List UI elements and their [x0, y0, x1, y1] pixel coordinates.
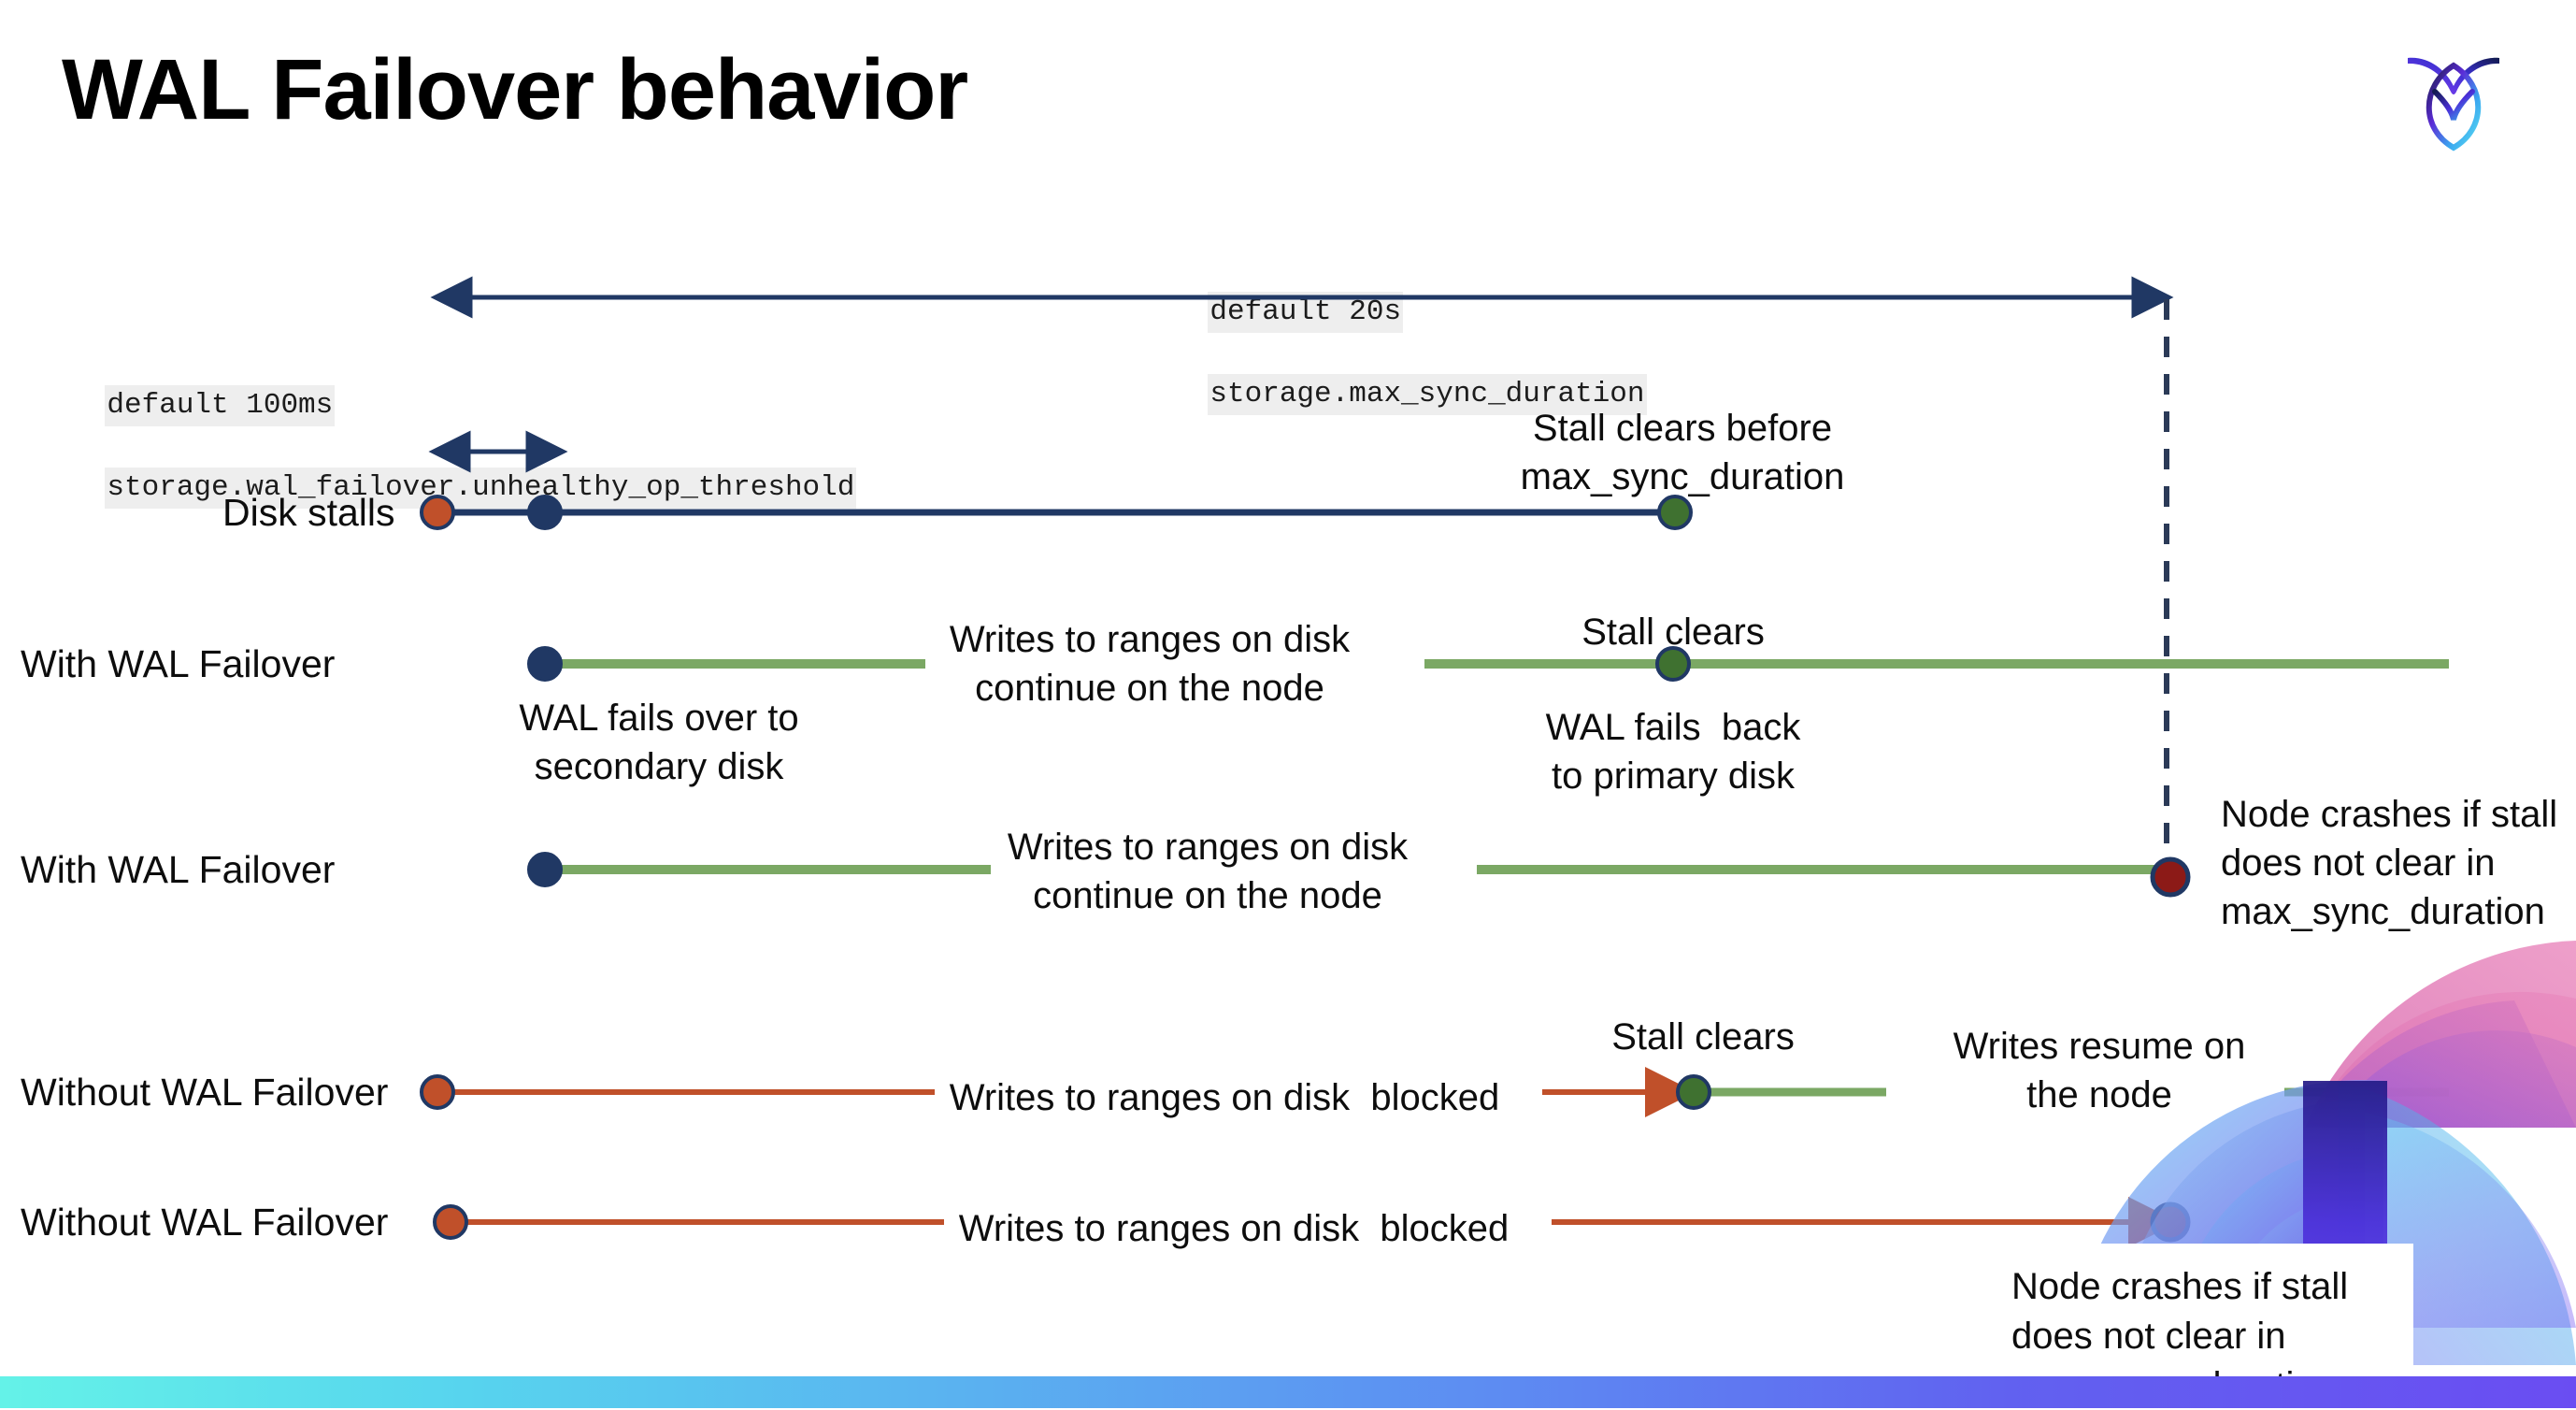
note-stall-clears-2: Stall clears — [1611, 1016, 1795, 1058]
marker-stall-clears-2 — [1676, 1074, 1711, 1110]
row-label-without-wal-failover-2: Without WAL Failover — [21, 1201, 389, 1244]
row-label-without-wal-failover-1: Without WAL Failover — [21, 1071, 389, 1114]
marker-stall-begins-2 — [420, 1074, 455, 1110]
note-stall-clears-before: Stall clears before max_sync_duration — [1520, 408, 1845, 497]
setting-max-sync-default: default 20s — [1208, 292, 1404, 334]
setting-unhealthy-op-threshold: default 100ms storage.wal_failover.unhea… — [36, 344, 857, 550]
note-wal-fails-over: WAL fails over to secondary disk — [519, 698, 799, 787]
marker-wal-fails-over — [527, 646, 563, 682]
page-title: WAL Failover behavior — [62, 42, 968, 137]
note-writes-blocked-2: Writes to ranges on disk blocked — [958, 1208, 1510, 1249]
note-writes-continue-1: Writes to ranges on disk continue on the… — [949, 619, 1351, 709]
cockroachdb-logo — [2393, 28, 2514, 154]
row-label-with-wal-failover-1: With WAL Failover — [21, 642, 336, 685]
note-writes-resume: Writes resume on the node — [1953, 1026, 2246, 1115]
bottom-gradient-bar — [0, 1376, 2576, 1408]
setting-max-sync-name: storage.max_sync_duration — [1208, 374, 1647, 416]
setting-unhealthy-default: default 100ms — [105, 385, 336, 427]
note-writes-blocked-1: Writes to ranges on disk blocked — [949, 1077, 1500, 1118]
row-with-wal-failover-1-track — [527, 646, 2449, 682]
marker-stall-clears — [1657, 495, 1693, 530]
note-stall-clears-1: Stall clears — [1581, 611, 1765, 653]
marker-wal-fails-over-2 — [527, 852, 563, 887]
marker-stall-begins-3 — [433, 1204, 468, 1240]
marker-node-crash-1 — [2150, 856, 2191, 898]
row-label-disk-stalls: Disk stalls — [222, 491, 395, 534]
note-node-crashes-1: Node crashes if stall does not clear in … — [2221, 794, 2558, 932]
row-label-with-wal-failover-2: With WAL Failover — [21, 848, 336, 891]
setting-unhealthy-name: storage.wal_failover.unhealthy_op_thresh… — [105, 468, 857, 510]
note-writes-continue-2: Writes to ranges on disk continue on the… — [1007, 827, 1409, 916]
note-wal-fails-back: WAL fails back to primary disk — [1545, 707, 1801, 797]
